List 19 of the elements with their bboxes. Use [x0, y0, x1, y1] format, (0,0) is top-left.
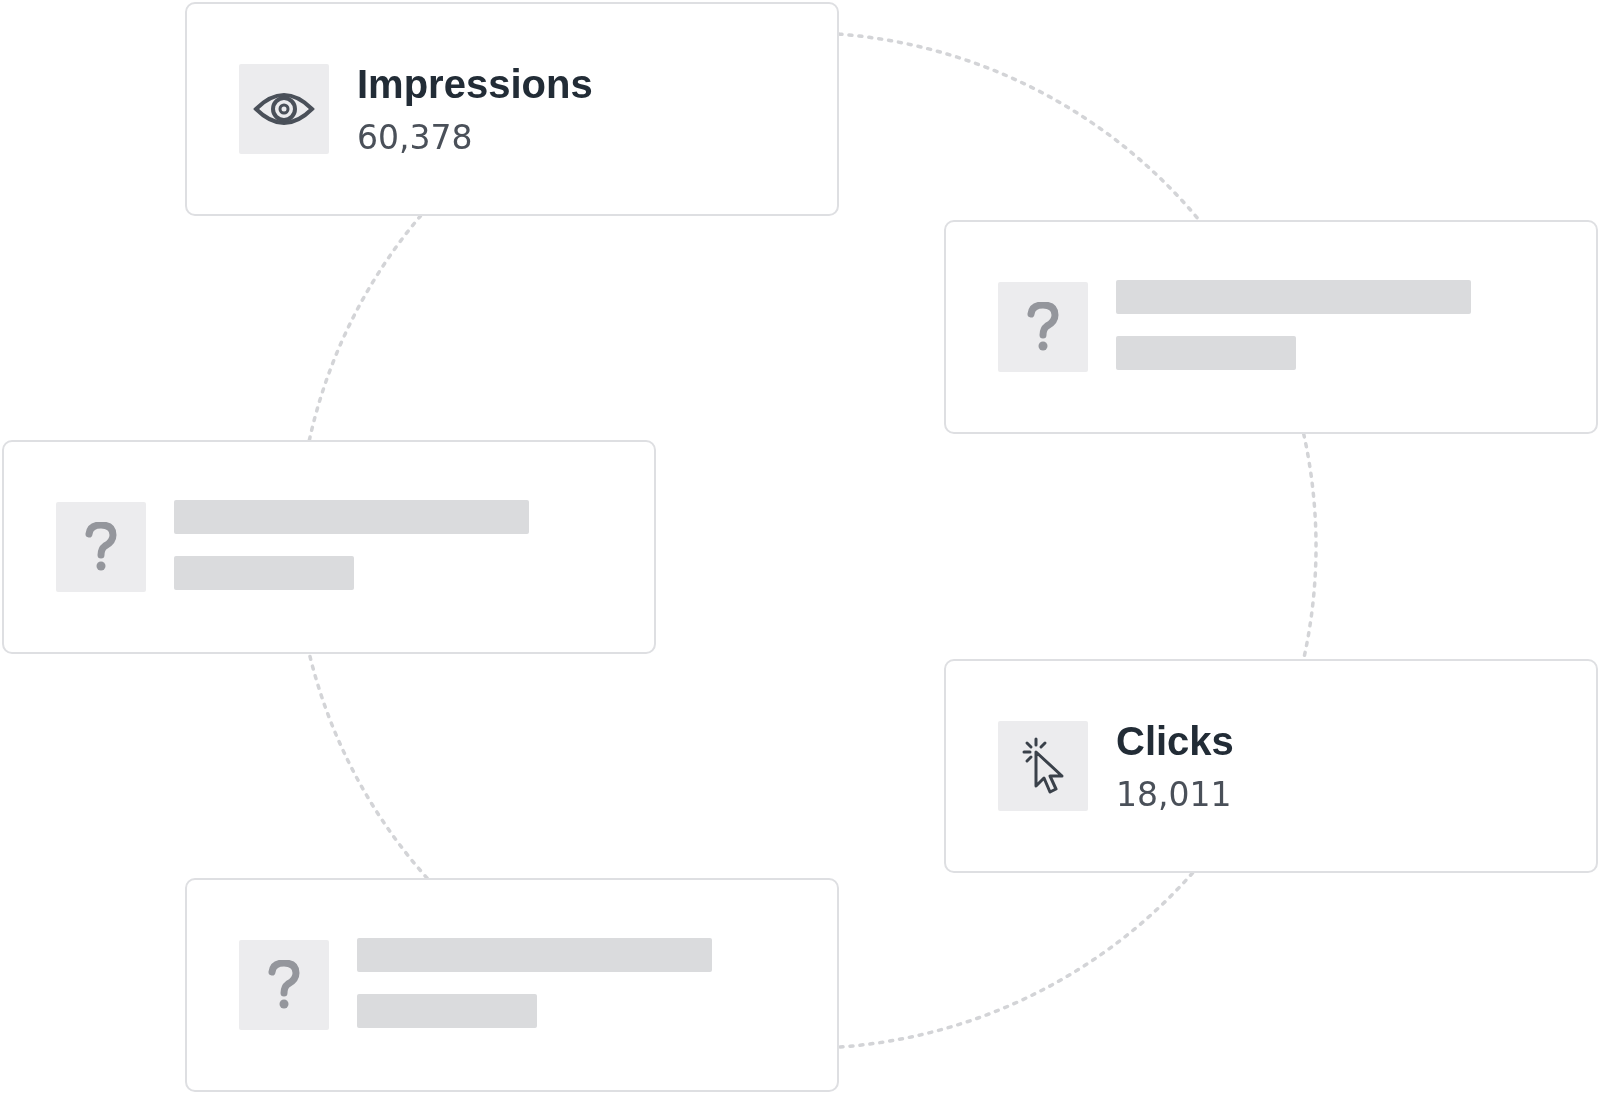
metric-card [944, 659, 1598, 873]
metric-title: Clicks [1116, 719, 1234, 764]
skeleton-bar [1116, 280, 1471, 314]
skeleton-bar [357, 938, 712, 972]
skeleton-bar [357, 994, 537, 1028]
placeholder-card [2, 440, 656, 654]
metric-value: 18,011 [1116, 775, 1232, 814]
dotted-connector [837, 871, 1195, 1049]
dotted-connector [837, 32, 1201, 222]
dotted-connector [307, 214, 423, 442]
skeleton-bar [174, 500, 529, 534]
metric-card [185, 2, 839, 216]
skeleton-bar [174, 556, 354, 590]
metric-title: Impressions [357, 62, 593, 107]
dotted-connector [307, 652, 429, 880]
placeholder-card [944, 220, 1598, 434]
placeholder-card [185, 878, 839, 1092]
skeleton-bar [1116, 336, 1296, 370]
metric-value: 60,378 [357, 118, 473, 157]
